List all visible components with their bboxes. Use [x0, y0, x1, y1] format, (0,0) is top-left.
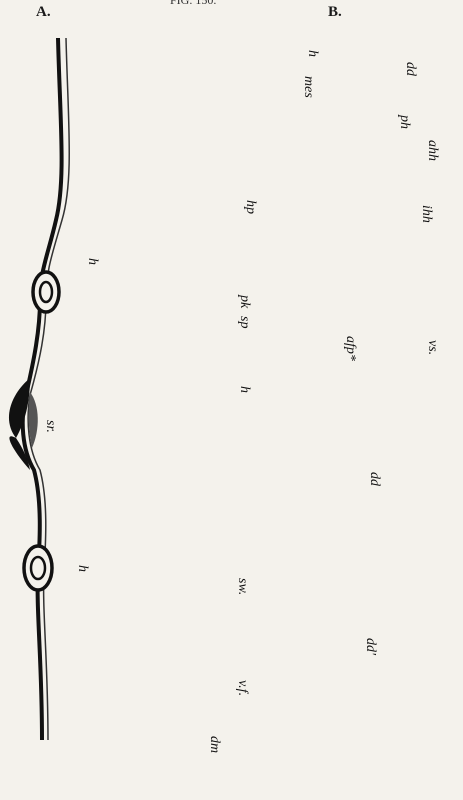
label-b-afp: afp*	[342, 336, 358, 361]
label-a-sr: sr.	[42, 420, 58, 433]
label-b-h2: h	[236, 386, 252, 393]
label-b-ahh: ahh	[424, 140, 440, 161]
label-b-pk: pk	[236, 295, 252, 308]
label-b-dd: dd	[402, 62, 418, 76]
label-b-mes: mes	[300, 76, 316, 98]
label-b-vf: v.f.	[234, 680, 250, 696]
label-b-hp: hp	[242, 200, 258, 214]
label-b-vs: vs.	[424, 340, 440, 355]
label-b-sp: sp	[236, 316, 252, 328]
label-a-h-top: h	[84, 258, 100, 265]
label-b-dm: dm	[206, 736, 222, 753]
label-b-ihh: ihh	[418, 205, 434, 223]
label-b-sw: sw.	[234, 578, 250, 595]
label-b-dd3: dd'	[362, 638, 378, 655]
label-b-dd2: dd	[366, 472, 382, 486]
panel-a-section	[9, 38, 69, 740]
label-b-ph: ph	[396, 115, 412, 129]
label-a-h-bottom: h	[74, 565, 90, 572]
label-b-h: h	[304, 50, 320, 57]
